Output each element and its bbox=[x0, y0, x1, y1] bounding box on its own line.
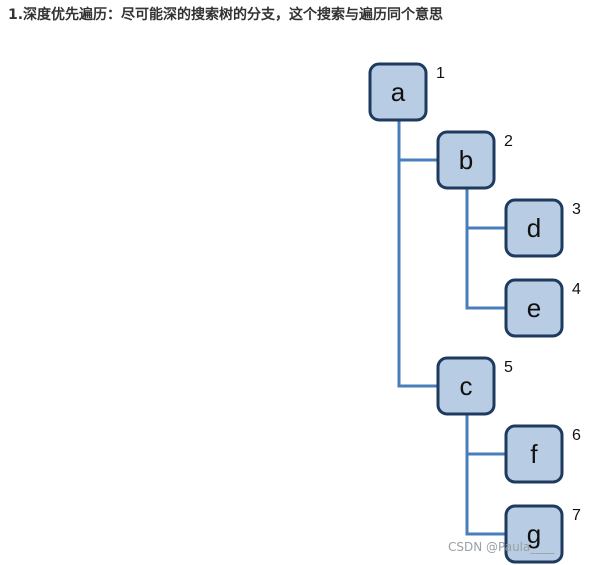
edge-c-f bbox=[465, 414, 506, 456]
tree-edges bbox=[397, 120, 506, 536]
node-e-order: 4 bbox=[572, 281, 581, 298]
node-c: c5 bbox=[436, 356, 513, 416]
node-e-box bbox=[504, 278, 564, 338]
node-d-box bbox=[504, 198, 564, 258]
node-b-label: b bbox=[459, 145, 473, 175]
edge-a-b bbox=[397, 120, 438, 162]
node-b: b2 bbox=[436, 130, 513, 190]
edge-a-c bbox=[397, 120, 438, 388]
node-d-label: d bbox=[527, 213, 541, 243]
node-a: a1 bbox=[368, 62, 445, 122]
node-g-order: 7 bbox=[572, 507, 581, 524]
node-e-label: e bbox=[527, 293, 541, 323]
edge-b-d bbox=[465, 188, 506, 230]
node-e: e4 bbox=[504, 278, 581, 338]
node-b-order: 2 bbox=[504, 133, 513, 150]
node-a-label: a bbox=[391, 77, 406, 107]
edge-c-g bbox=[465, 414, 506, 536]
node-c-order: 5 bbox=[504, 359, 513, 376]
node-d-order: 3 bbox=[572, 201, 581, 218]
node-g-box bbox=[504, 504, 564, 564]
page-heading: 1.深度优先遍历：尽可能深的搜索树的分支，这个搜索与遍历同个意思 bbox=[8, 7, 444, 23]
node-g-label: g bbox=[527, 519, 541, 549]
node-a-box bbox=[368, 62, 428, 122]
node-f-box bbox=[504, 424, 564, 484]
node-c-label: c bbox=[460, 371, 473, 401]
node-b-box bbox=[436, 130, 496, 190]
node-g: g7 bbox=[504, 504, 581, 564]
node-f-label: f bbox=[530, 439, 538, 469]
node-c-box bbox=[436, 356, 496, 416]
watermark: CSDN @Paula____ bbox=[448, 540, 555, 554]
node-f: f6 bbox=[504, 424, 581, 484]
node-d: d3 bbox=[504, 198, 581, 258]
node-f-order: 6 bbox=[572, 427, 581, 444]
edge-b-e bbox=[465, 188, 506, 310]
node-a-order: 1 bbox=[436, 65, 445, 82]
